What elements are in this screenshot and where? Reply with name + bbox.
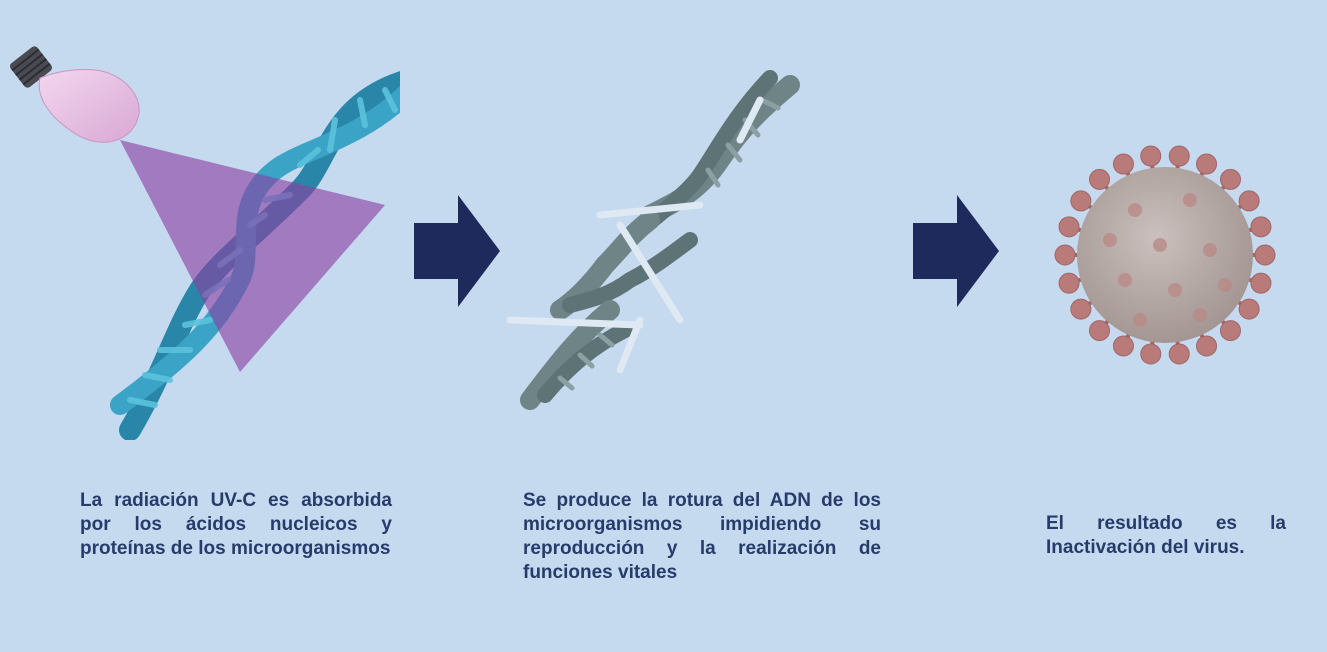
virus-spike bbox=[1196, 335, 1218, 357]
virus-surface-spike bbox=[1133, 313, 1147, 327]
virus-spike bbox=[1070, 298, 1092, 320]
virus-spike bbox=[1070, 190, 1092, 212]
uv-light-beam bbox=[120, 140, 385, 372]
virus-spike bbox=[1112, 335, 1134, 357]
virus-spike bbox=[1089, 168, 1111, 190]
virus-spike bbox=[1219, 320, 1241, 342]
broken-dna-bottom bbox=[520, 300, 620, 410]
dna-base-pairs bbox=[127, 87, 398, 408]
virus-spike bbox=[1058, 216, 1080, 238]
virus-spike bbox=[1238, 190, 1260, 212]
step3-caption: El resultado es la Inactivación del viru… bbox=[1046, 513, 1286, 558]
virus-surface-spike bbox=[1153, 238, 1167, 252]
virus-spike bbox=[1054, 244, 1076, 266]
step3-illustration bbox=[1054, 145, 1276, 365]
step2-illustration bbox=[506, 70, 800, 410]
virus-spike bbox=[1168, 343, 1190, 365]
virus-spike bbox=[1112, 153, 1134, 175]
virus-spike bbox=[1250, 216, 1272, 238]
broken-dna-helix bbox=[506, 70, 800, 410]
arrow-right-icon bbox=[913, 195, 999, 307]
virus-spike bbox=[1196, 153, 1218, 175]
virus-spike bbox=[1089, 320, 1111, 342]
virus-spike bbox=[1238, 298, 1260, 320]
step2-caption: Se produce la rotura del ADN de los micr… bbox=[523, 490, 881, 583]
virus-spike bbox=[1140, 343, 1162, 365]
virus-surface-spike bbox=[1168, 283, 1182, 297]
uv-lamp-icon bbox=[9, 46, 140, 143]
virus-spike bbox=[1140, 145, 1162, 167]
virus-spike bbox=[1250, 272, 1272, 294]
virus-spike bbox=[1219, 168, 1241, 190]
step1-illustration bbox=[9, 46, 400, 440]
virus-spike bbox=[1168, 145, 1190, 167]
virus-surface-spike bbox=[1203, 243, 1217, 257]
dna-fractures bbox=[506, 96, 764, 374]
virus-surface-spike bbox=[1103, 233, 1117, 247]
arrow-right-icon bbox=[414, 195, 500, 307]
virus-surface-spike bbox=[1128, 203, 1142, 217]
step1-caption: La radiación UV-C es absorbida por los á… bbox=[80, 490, 392, 559]
virus-surface-spike bbox=[1183, 193, 1197, 207]
virus-surface-spike bbox=[1218, 278, 1232, 292]
virus-spike bbox=[1058, 272, 1080, 294]
virus-surface-spike bbox=[1193, 308, 1207, 322]
virus-spike bbox=[1254, 244, 1276, 266]
virus-surface-spike bbox=[1118, 273, 1132, 287]
virus-icon bbox=[1054, 145, 1276, 365]
